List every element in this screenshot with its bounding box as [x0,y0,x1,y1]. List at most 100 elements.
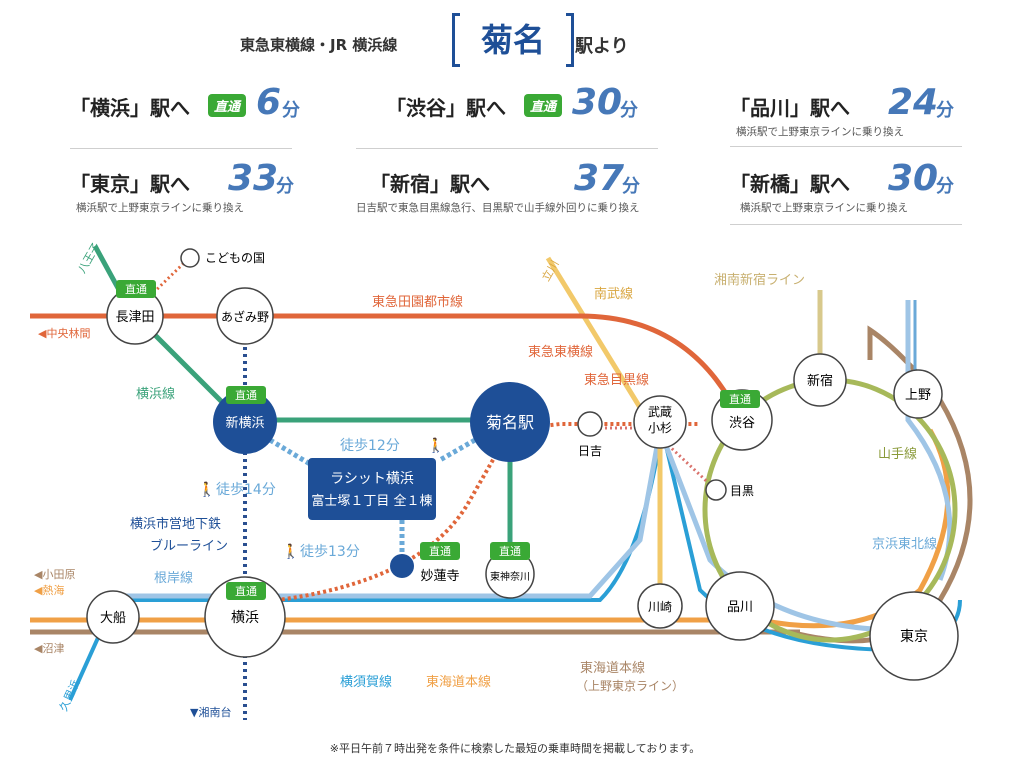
line-label-yokohama: 横浜線 [136,386,175,402]
station-label: 品川 [727,600,753,615]
line-label-yamanote: 山手線 [878,446,917,462]
station-label: 武蔵 [648,405,672,419]
walk-label-myorenji: 徒歩13分 [300,544,360,560]
direct-badge: 直通 [524,94,563,117]
header-station: 菊名 [452,13,574,67]
denentoshi-track [30,313,733,402]
divider [356,148,658,149]
station-nagatsuta: 長津田 [106,287,164,345]
time-card-shinagawa: 「品川」駅へ 24 分 横浜駅で上野東京ラインに乗り換え [730,82,990,154]
map-direct-badge-higashikanagawa: 直通 [490,542,530,560]
walk-link-kikuna [438,437,477,463]
svg-text:直通: 直通 [429,544,451,558]
station-kikuna: 菊名駅 [470,382,550,462]
line-label-negishi: 根岸線 [154,570,193,586]
header-suffix: 駅より [575,36,629,57]
station-label: 渋谷 [729,416,755,431]
map-direct-badge-myorenji: 直通 [420,542,460,560]
station-hiyoshi: 日吉 [577,411,603,458]
direction-numazu: ◀沼津 [34,641,64,655]
time-card-shibuya: 「渋谷」駅へ 直通 30 分 [386,82,646,154]
station-azamino: あざみ野 [216,287,274,345]
time-card-yokohama: 「横浜」駅へ 直通 6 分 [70,82,330,154]
direction-kurihama: 久里浜 [57,678,83,713]
transfer-note: 横浜駅で上野東京ラインに乗り換え [76,202,244,214]
station-label: 新横浜 [225,415,264,431]
transfer-note: 横浜駅で上野東京ラインに乗り換え [736,126,904,138]
map-direct-badge-shibuya: 直通 [720,390,760,408]
transfer-note: 日吉駅で東急目黒線急行、目黒駅で山手線外回りに乗り換え [356,202,640,214]
dest-label: 「新橋」駅へ [730,172,850,196]
minutes-unit: 分 [622,176,640,197]
station-shinjuku: 新宿 [793,353,847,407]
property-marker: ラシット横浜 富士塚１丁目 全１棟 [308,458,436,520]
time-card-shinbashi: 「新橋」駅へ 30 分 横浜駅で上野東京ラインに乗り換え [730,158,990,230]
dest-label: 「横浜」駅へ [70,96,190,120]
station-higashikanagawa: 東神奈川 [485,549,535,599]
minutes: 24 [888,82,939,123]
tokaido-track [30,428,951,629]
station-label: 東神奈川 [490,570,530,583]
station-label: 日吉 [578,444,602,458]
minutes-unit: 分 [936,176,954,197]
header-lines: 東急東横線・JR 横浜線 [240,36,398,54]
minutes-unit: 分 [282,100,300,121]
direct-badge: 直通 [208,94,247,117]
line-label-yokosuka: 横須賀線 [340,674,392,690]
walk-link-shinyokohama [268,437,322,473]
svg-text:直通: 直通 [125,282,147,296]
minutes: 30 [888,158,939,199]
station-label: 菊名駅 [486,413,534,432]
direction-odawara: ◀小田原 [34,568,75,581]
station-label: 小杉 [648,421,672,435]
svg-text:直通: 直通 [499,544,521,558]
line-label-keihin: 京浜東北線 [872,536,937,552]
station-label: 新宿 [807,373,833,389]
map-direct-badge-yokohama: 直通 [226,582,266,600]
station-label: こどもの国 [205,251,265,265]
walk-label-kikuna: 徒歩12分 [340,438,400,454]
transfer-note: 横浜駅で上野東京ラインに乗り換え [740,202,908,214]
map-direct-badge-shinyokohama: 直通 [226,386,266,404]
station-tokyo: 東京 [869,591,959,681]
station-label: 長津田 [115,310,154,325]
walk-label-shinyokohama: 徒歩14分 [216,482,276,498]
station-meguro: 目黒 [705,479,754,501]
station-label: 目黒 [730,484,754,498]
minutes-unit: 分 [936,100,954,121]
minutes-unit: 分 [620,100,638,121]
station-kawasaki: 川崎 [637,583,683,629]
walk-person-icon: 🚶 [198,481,215,498]
line-label-blueline-1: 横浜市営地下鉄 [130,516,221,532]
minutes: 37 [574,158,625,199]
station-label: 川崎 [648,600,672,614]
line-label-meguro: 東急目黒線 [584,372,649,388]
dest-label: 「東京」駅へ [70,172,190,196]
line-label-denentoshi: 東急田園都市線 [372,294,463,310]
station-ueno: 上野 [893,369,943,419]
svg-text:直通: 直通 [235,388,257,402]
property-name: ラシット横浜 [330,471,414,487]
walk-person-icon: 🚶 [427,437,444,454]
line-label-toyoko: 東急東横線 [528,344,593,360]
kodomonokuni-branch [148,260,187,298]
line-label-tokaido-ueno-2: （上野東京ライン） [576,679,684,693]
direction-shonandai: ▼湘南台 [190,705,231,719]
station-shinyokohama: 新横浜 [213,390,277,454]
station-label: あざみ野 [221,309,269,324]
line-label-nambu: 南武線 [594,286,633,302]
walk-person-icon: 🚶 [282,543,299,560]
station-kodomonokuni: こどもの国 [180,248,265,268]
divider [730,146,962,147]
divider [730,224,962,225]
property-address: 富士塚１丁目 全１棟 [311,493,432,509]
line-label-shonan-shinjuku: 湘南新宿ライン [714,272,805,288]
minutes: 33 [228,158,279,199]
dest-label: 「渋谷」駅へ [386,96,506,120]
direction-atami: ◀熱海 [34,583,64,597]
minutes: 30 [572,82,623,123]
station-musashikosugi: 武蔵 小杉 [633,395,687,449]
station-myorenji: 妙蓮寺 [390,554,460,584]
direction-chuo-rinkan: ◀中央林間 [38,326,90,340]
